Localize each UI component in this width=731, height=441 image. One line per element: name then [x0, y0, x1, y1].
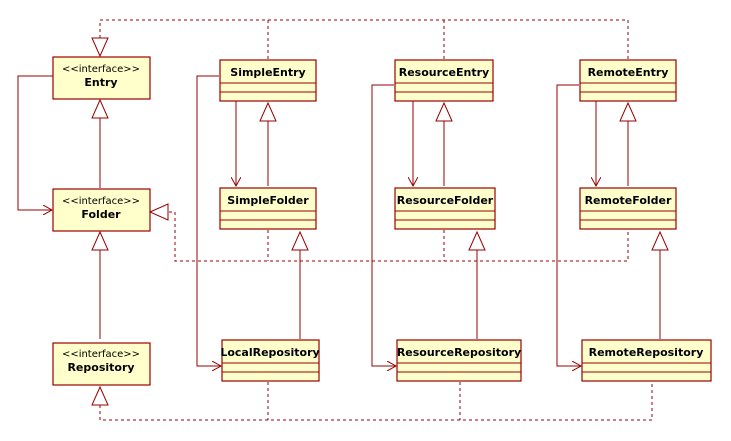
class-resourceentry[interactable]: ResourceEntry: [394, 59, 494, 102]
relationship-edges: [17, 19, 669, 421]
interface-folder[interactable]: <<interface>> Folder: [52, 188, 151, 232]
class-name-localrepository: LocalRepository: [220, 346, 319, 359]
class-name-remotefolder: RemoteFolder: [585, 194, 672, 207]
class-name-remoterepository: RemoteRepository: [589, 346, 704, 359]
stereotype-label: <<interface>>: [62, 64, 140, 75]
generalization-head-entry: [91, 98, 109, 119]
stereotype-label: <<interface>>: [62, 349, 140, 360]
class-name-entry: Entry: [84, 76, 117, 89]
entry-to-folder-association: [17, 75, 53, 210]
generalization-head-simplefolder: [291, 230, 309, 251]
realization-to-repository-bus: [99, 382, 653, 421]
generalization-head-simpleentry: [259, 101, 277, 122]
stereotype-label: <<interface>>: [62, 196, 140, 207]
class-resourcerepository[interactable]: ResourceRepository: [396, 339, 522, 382]
class-resourcefolder[interactable]: ResourceFolder: [394, 187, 496, 230]
simpleentry-to-localrepository-association: [196, 75, 221, 366]
realization-to-folder-bus: [163, 211, 629, 262]
class-name-resourcerepository: ResourceRepository: [397, 346, 521, 359]
generalization-head-remoteentry: [619, 101, 637, 122]
generalization-head-resourceentry: [435, 101, 453, 122]
generalization-head-remotefolder: [651, 230, 669, 251]
class-remoterepository[interactable]: RemoteRepository: [581, 339, 712, 382]
resourceentry-to-resourcerepository-association: [371, 84, 396, 366]
class-simpleentry[interactable]: SimpleEntry: [219, 59, 317, 102]
class-name-simplefolder: SimpleFolder: [227, 194, 309, 207]
interface-entry[interactable]: <<interface>> Entry: [52, 56, 151, 100]
class-name-repository: Repository: [67, 361, 134, 374]
generalization-head-resourcefolder: [468, 230, 486, 251]
class-simplefolder[interactable]: SimpleFolder: [219, 187, 317, 230]
class-name-simpleentry: SimpleEntry: [230, 66, 305, 79]
class-name-remoteentry: RemoteEntry: [588, 66, 669, 79]
interface-repository[interactable]: <<interface>> Repository: [52, 342, 151, 386]
class-remotefolder[interactable]: RemoteFolder: [579, 187, 677, 230]
class-remoteentry[interactable]: RemoteEntry: [579, 59, 677, 102]
realization-to-entry-bus: [99, 19, 629, 60]
class-name-resourceentry: ResourceEntry: [399, 66, 489, 79]
remoteentry-to-remoterepository-association: [556, 84, 581, 366]
realization-head-repository: [91, 385, 109, 406]
class-name-resourcefolder: ResourceFolder: [397, 194, 494, 207]
class-name-folder: Folder: [81, 208, 121, 221]
realization-head-entry: [91, 37, 109, 58]
realization-head-folder: [148, 203, 169, 221]
class-localrepository[interactable]: LocalRepository: [220, 339, 320, 382]
generalization-head-folder: [91, 230, 109, 251]
